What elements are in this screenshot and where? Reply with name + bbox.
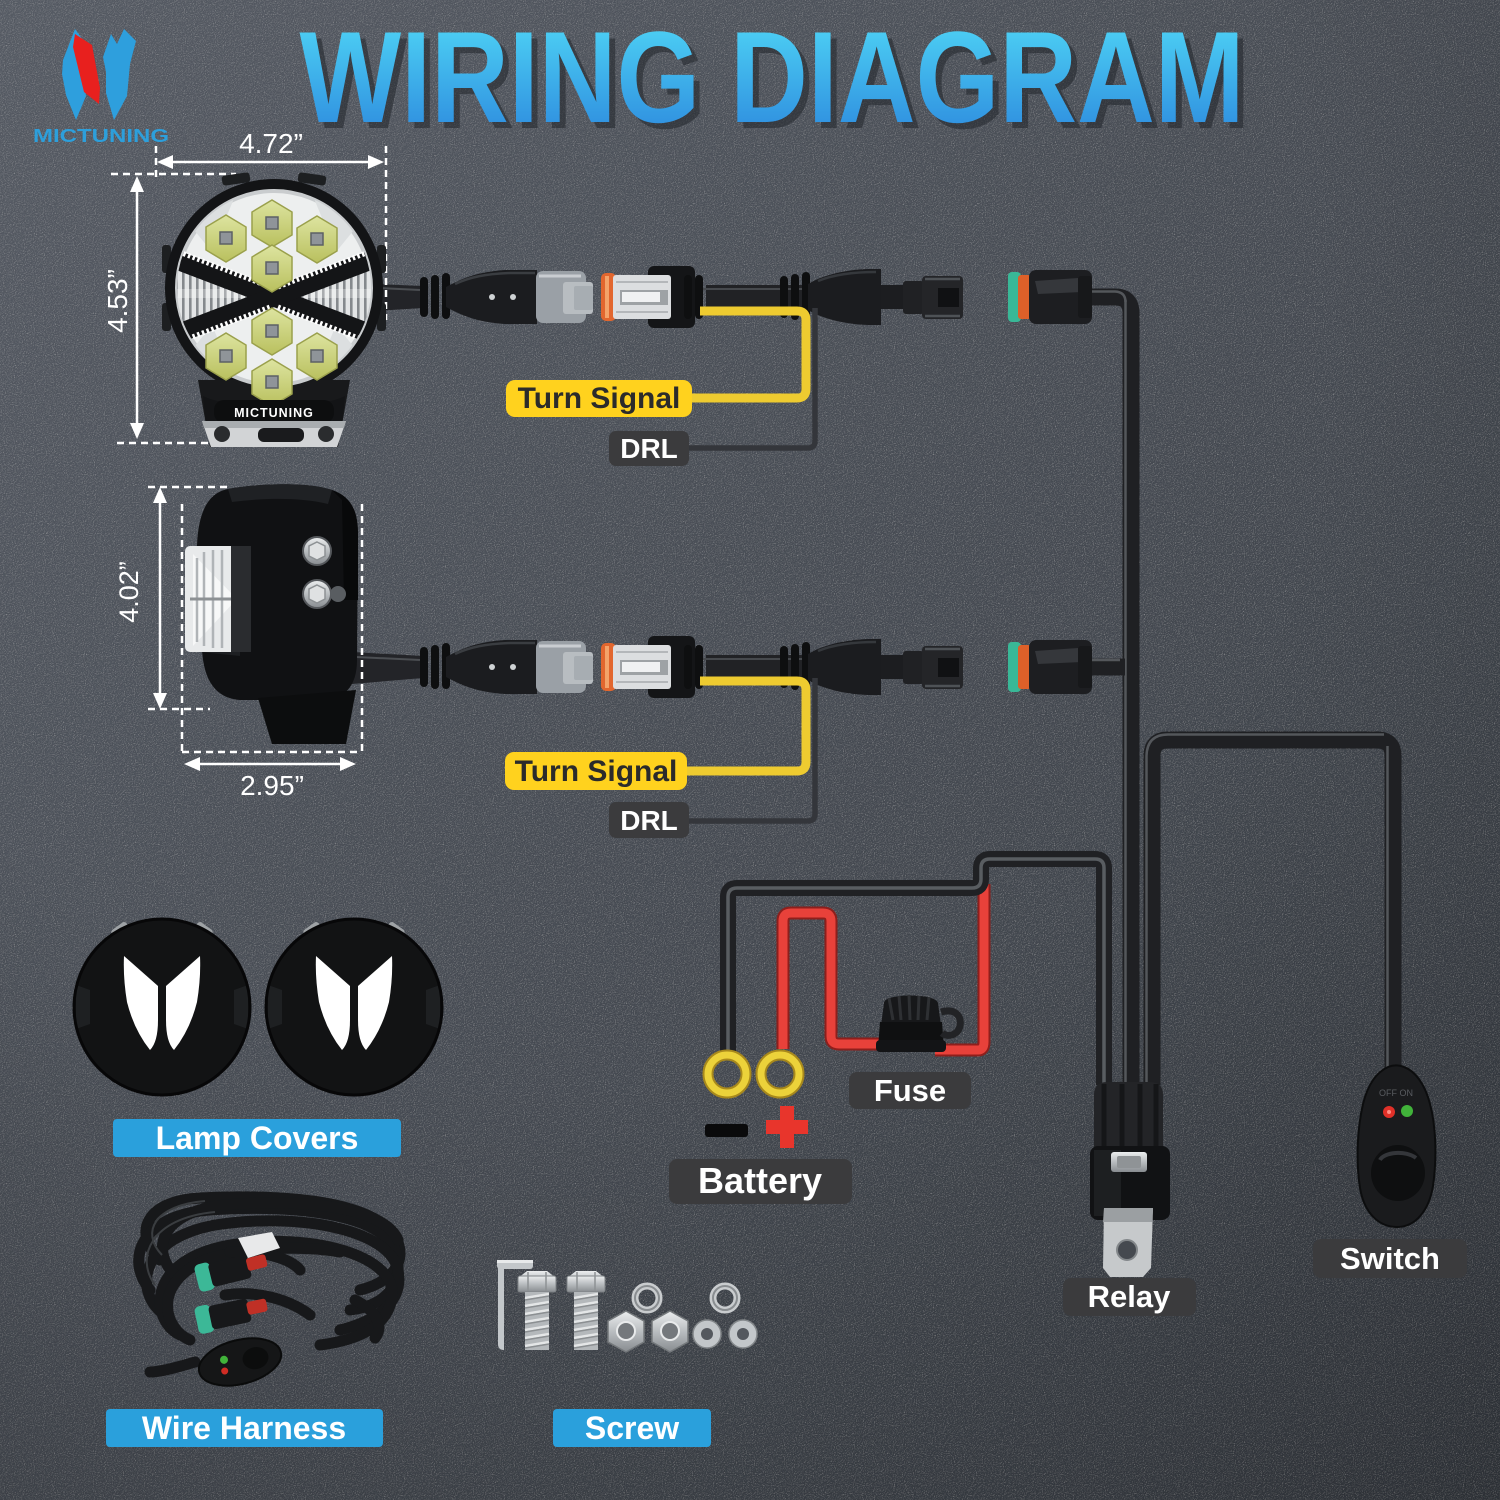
svg-text:Battery: Battery: [698, 1160, 822, 1201]
svg-text:4.02”: 4.02”: [114, 561, 144, 623]
svg-text:Turn Signal: Turn Signal: [515, 755, 678, 788]
svg-text:4.72”: 4.72”: [239, 128, 303, 159]
svg-text:Screw: Screw: [585, 1410, 679, 1446]
svg-text:Fuse: Fuse: [874, 1073, 946, 1108]
svg-text:WIRING DIAGRAM: WIRING DIAGRAM: [306, 10, 1251, 156]
svg-text:MICTUNING: MICTUNING: [33, 126, 169, 146]
svg-text:DRL: DRL: [620, 805, 678, 836]
svg-text:Turn Signal: Turn Signal: [518, 382, 681, 415]
svg-text:Lamp Covers: Lamp Covers: [156, 1120, 359, 1156]
svg-text:DRL: DRL: [620, 433, 678, 464]
svg-text:Wire Harness: Wire Harness: [142, 1410, 346, 1446]
svg-text:4.53”: 4.53”: [102, 269, 133, 333]
svg-text:Switch: Switch: [1340, 1241, 1440, 1276]
svg-text:2.95”: 2.95”: [240, 770, 304, 801]
svg-text:OFF ON: OFF ON: [1379, 1088, 1413, 1098]
svg-text:WIRING DIAGRAM: WIRING DIAGRAM: [300, 4, 1245, 150]
svg-text:Relay: Relay: [1088, 1279, 1171, 1314]
svg-text:MICTUNING: MICTUNING: [234, 406, 314, 420]
